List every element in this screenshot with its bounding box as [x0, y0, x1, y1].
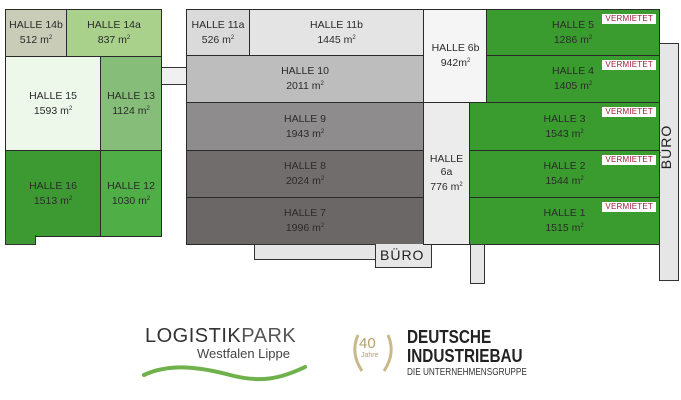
status-badge: VERMIETET [602, 14, 656, 24]
hall-name: HALLE 14a [87, 19, 141, 31]
hall-area: 837 m2 [97, 34, 131, 46]
status-badge: VERMIETET [602, 107, 656, 117]
hall-14a[interactable]: HALLE 14a 837 m2 [66, 9, 162, 57]
hall-area: 1286 m2 [553, 33, 593, 46]
hall-area: 1515 m2 [545, 222, 584, 234]
laurel-40-years-icon [353, 334, 393, 372]
hall-2[interactable]: VERMIETET HALLE 2 1544 m2 [469, 150, 660, 198]
hall-area: 526 m2 [201, 33, 235, 46]
hall-8[interactable]: HALLE 8 2024 m2 [186, 150, 424, 198]
hall-6a[interactable]: HALLE 6a 776 m2 [423, 102, 470, 245]
company-line3: DIE UNTERNEHMENSGRUPPE [407, 367, 527, 378]
hall-name: HALLE 8 [283, 160, 327, 172]
hall-area: 776 m2 [430, 181, 463, 193]
hall-11a[interactable]: HALLE 11a 526 m2 [186, 9, 250, 56]
office-bottom-strip [254, 244, 376, 260]
hall-6b[interactable]: HALLE 6b 942m2 [423, 9, 488, 103]
hall-name: HALLE 9 [283, 112, 327, 125]
hall-13[interactable]: HALLE 13 1124 m2 [100, 56, 162, 151]
hall-9[interactable]: HALLE 9 1943 m2 [186, 102, 424, 151]
hall-name: HALLE 16 [29, 179, 77, 192]
hall-name: HALLE 6b [431, 42, 480, 54]
hall-15[interactable]: HALLE 15 1593 m2 [5, 56, 101, 151]
hall-name: HALLE 13 [107, 89, 155, 102]
hall-10[interactable]: HALLE 10 2011 m2 [186, 55, 424, 103]
logo-logistikpark: LOGISTIKPARK Westfalen Lippe [140, 325, 310, 385]
hall-16-notch [5, 235, 36, 245]
logo-deutsche-industriebau: 40 Jahre DEUTSCHE INDUSTRIEBAU DIE UNTER… [345, 327, 555, 387]
hall-name: HALLE 11a [191, 18, 245, 31]
logo-text-logistik: LOGISTIK [145, 325, 242, 347]
hall-area: 1996 m2 [285, 222, 325, 234]
hall-16[interactable]: HALLE 16 1513 m2 [5, 150, 101, 237]
hall-name: HALLE 14b [9, 19, 63, 31]
hall-name: HALLE 2 [543, 160, 586, 172]
hall-area: 1593 m2 [33, 104, 73, 117]
hall-12[interactable]: HALLE 12 1030 m2 [100, 150, 162, 237]
hall-name: HALLE 1 [543, 207, 586, 219]
hall-name: HALLE 3 [543, 112, 586, 125]
hall-name: HALLE 10 [281, 65, 329, 77]
hall-11b[interactable]: HALLE 11b 1445 m2 [249, 9, 424, 56]
hall-area: 512 m2 [19, 34, 53, 46]
office-right-label: BÜRO [658, 124, 675, 170]
hall-area: 1405 m2 [553, 80, 593, 92]
hall-name: HALLE 6a [429, 153, 464, 178]
hall-area: 2011 m2 [286, 80, 324, 92]
hall-area: 1513 m2 [33, 194, 73, 207]
hall-area: 1030 m2 [111, 194, 151, 207]
hall-name: HALLE 12 [107, 179, 155, 192]
hall-area: 942m2 [440, 57, 471, 69]
hall-1[interactable]: VERMIETET HALLE 1 1515 m2 [469, 197, 660, 245]
hall-7[interactable]: HALLE 7 1996 m2 [186, 197, 424, 245]
hall-area: 1543 m2 [545, 127, 584, 140]
status-badge: VERMIETET [602, 155, 656, 165]
hall-area: 2024 m2 [285, 175, 325, 187]
hall-4[interactable]: VERMIETET HALLE 4 1405 m2 [486, 55, 660, 103]
office-bottom[interactable]: BÜRO [375, 244, 432, 268]
hall-3[interactable]: VERMIETET HALLE 3 1543 m2 [469, 102, 660, 151]
status-badge: VERMIETET [602, 202, 656, 212]
hall-area: 1445 m2 [317, 33, 356, 46]
logo-text-park: PARK [241, 325, 297, 347]
anniversary-number: 40 [359, 335, 376, 352]
hall-area: 1943 m2 [285, 127, 325, 140]
office-right[interactable]: BÜRO [658, 43, 679, 281]
stair-tower [470, 244, 485, 284]
company-line2: INDUSTRIEBAU [407, 346, 523, 366]
hall-name: HALLE 11b [310, 18, 363, 31]
anniversary-word: Jahre [361, 352, 379, 359]
hall-5[interactable]: VERMIETET HALLE 5 1286 m2 [486, 9, 660, 56]
green-wave-icon [142, 365, 307, 382]
hall-14b[interactable]: HALLE 14b 512 m2 [5, 9, 67, 57]
office-bottom-label: BÜRO [380, 247, 425, 263]
hall-area: 1544 m2 [545, 175, 584, 187]
hall-name: HALLE 7 [283, 207, 327, 219]
company-line1: DEUTSCHE [407, 327, 492, 347]
hall-name: HALLE 4 [551, 65, 595, 77]
logo-text-westfalen: Westfalen Lippe [197, 346, 290, 361]
connector-corridor [160, 67, 188, 85]
status-badge: VERMIETET [602, 60, 656, 70]
hall-name: HALLE 5 [551, 18, 595, 31]
hall-area: 1124 m2 [112, 104, 150, 117]
hall-name: HALLE 15 [29, 89, 77, 102]
